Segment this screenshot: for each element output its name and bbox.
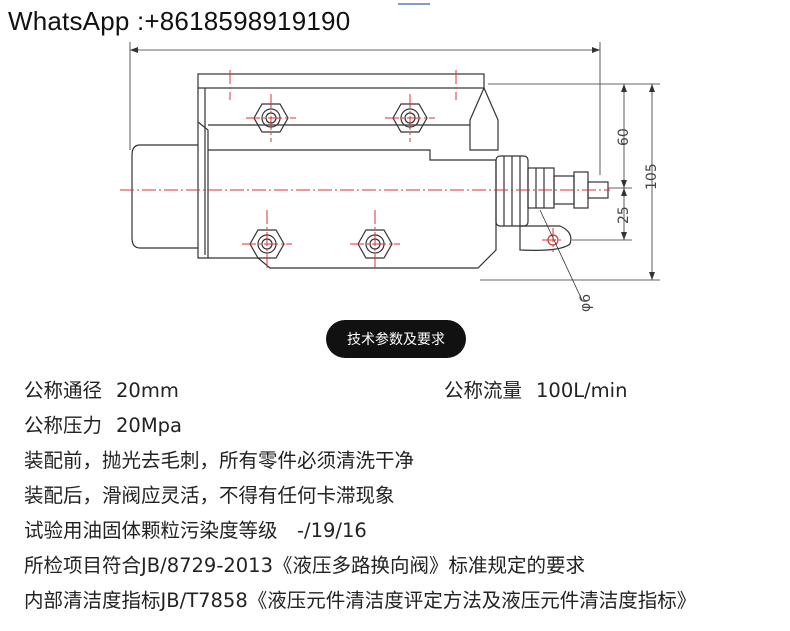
spec-row: 公称通径 20mm 公称流量 100L/min	[24, 378, 784, 413]
nominal-diameter-label: 公称通径	[24, 379, 103, 402]
spec-line: 内部清洁度指标JB/T7858《液压元件清洁度评定方法及液压元件清洁度指标》	[24, 589, 697, 612]
spec-line: 所检项目符合JB/8729-2013《液压多路换向阀》标准规定的要求	[24, 554, 585, 577]
nominal-flow-value: 100L/min	[536, 379, 628, 402]
spec-line: 试验用油固体颗粒污染度等级 -/19/16	[24, 519, 367, 542]
spec-row: 公称压力 20Mpa	[24, 413, 784, 448]
nominal-flow-label: 公称流量	[444, 379, 523, 402]
nominal-pressure-label: 公称压力	[24, 414, 103, 437]
tech-params-button[interactable]: 技术参数及要求	[326, 320, 466, 358]
spec-line: 装配前，抛光去毛刺，所有零件必须清洗干净	[24, 449, 415, 472]
dim-105: 105	[644, 163, 660, 190]
nominal-flow: 公称流量 100L/min	[444, 378, 627, 404]
spec-list: 公称通径 20mm 公称流量 100L/min 公称压力 20Mpa 装配前，抛光去毛…	[24, 378, 784, 623]
valve-technical-drawing: 60 105 25 φ6	[120, 3, 660, 312]
dim-phi6: φ6	[578, 294, 594, 312]
dim-25: 25	[616, 206, 632, 224]
nominal-pressure-value: 20Mpa	[116, 414, 182, 437]
dim-60: 60	[616, 128, 632, 146]
whatsapp-contact: WhatsApp :+8618598919190	[8, 6, 351, 36]
spec-line: 装配后，滑阀应灵活，不得有任何卡滞现象	[24, 484, 395, 507]
nominal-diameter-value: 20mm	[116, 379, 179, 402]
